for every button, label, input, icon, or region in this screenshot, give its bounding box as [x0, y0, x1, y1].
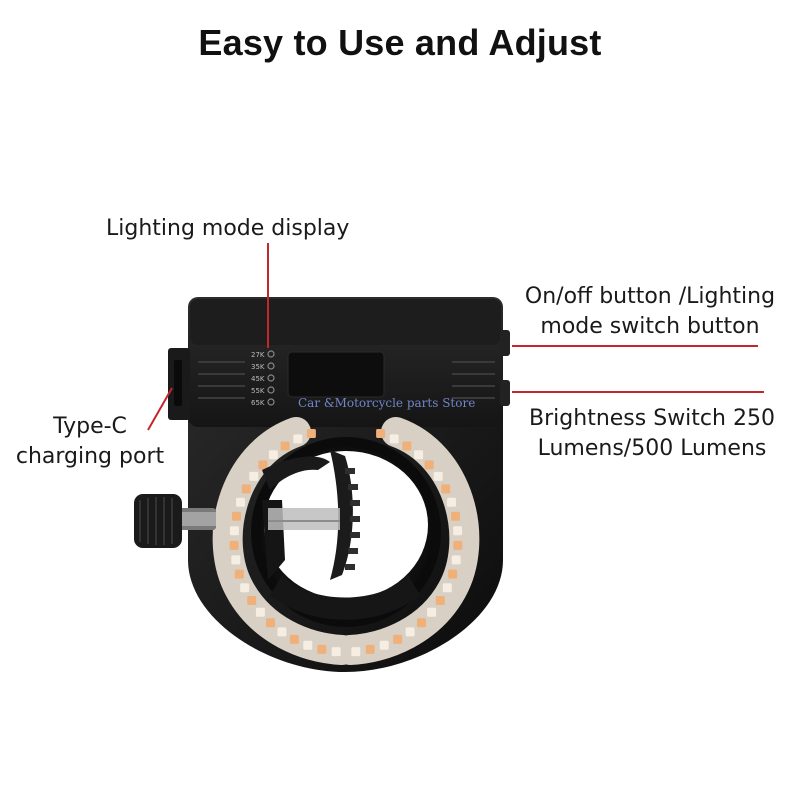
- led-chip: [247, 596, 257, 605]
- type-c-port-label: Type-C charging port: [10, 412, 170, 472]
- led-chip: [266, 618, 275, 628]
- led-chip: [441, 484, 451, 494]
- led-chip: [229, 540, 239, 550]
- led-chip: [424, 460, 434, 470]
- led-chip: [280, 441, 290, 451]
- led-chip: [405, 627, 415, 637]
- led-chip: [241, 484, 251, 494]
- indicator-dot: [267, 374, 275, 382]
- led-chip: [451, 511, 460, 521]
- indicator-dot: [267, 398, 275, 406]
- led-chip: [293, 434, 303, 444]
- led-chip: [303, 640, 313, 650]
- led-chip: [435, 596, 445, 605]
- led-chip: [240, 583, 250, 593]
- led-ring: [212, 417, 480, 665]
- led-chip: [268, 450, 278, 460]
- lighting-mode-display-label: Lighting mode display: [106, 214, 349, 244]
- led-chip: [417, 618, 426, 628]
- typec-label-line1: Type-C: [53, 414, 127, 439]
- brightness-label-line1: Brightness Switch 250: [529, 406, 775, 431]
- indicator-dot: [267, 350, 275, 358]
- led-chip: [317, 644, 327, 654]
- led-chip: [451, 555, 461, 565]
- callout-line-typec: [147, 387, 173, 431]
- brightness-switch-label: Brightness Switch 250 Lumens/500 Lumens: [512, 404, 792, 464]
- onoff-button-label: On/off button /Lighting mode switch butt…: [500, 282, 800, 342]
- adjust-knob: [134, 494, 216, 548]
- led-chip: [229, 526, 239, 536]
- led-chip: [389, 434, 399, 444]
- lighting-mode-display-text: Lighting mode display: [106, 216, 350, 241]
- indicator-dots: [267, 350, 275, 406]
- led-chip: [255, 607, 265, 617]
- led-chip: [453, 526, 463, 536]
- led-chip: [306, 429, 316, 438]
- led-chip: [447, 497, 456, 507]
- led-chip: [289, 634, 299, 644]
- led-chip: [365, 644, 375, 654]
- onoff-label-line2: mode switch button: [540, 314, 760, 339]
- indicator-label-65k: 65K: [251, 399, 265, 407]
- indicator-label-55k: 55K: [251, 387, 265, 395]
- led-chip: [433, 471, 443, 481]
- led-chip: [393, 634, 403, 644]
- led-chip: [232, 511, 241, 521]
- store-watermark: Car &Motorcycle parts Store: [298, 396, 476, 410]
- led-chip: [442, 583, 452, 593]
- indicator-dot: [267, 386, 275, 394]
- brightness-label-line2: Lumens/500 Lumens: [537, 436, 767, 461]
- led-chip: [236, 497, 245, 507]
- led-chip: [427, 607, 437, 617]
- led-chip: [234, 569, 244, 579]
- handlebar-mount: [251, 437, 441, 627]
- indicator-label-27k: 27K: [251, 351, 265, 359]
- onoff-label-line1: On/off button /Lighting: [524, 284, 776, 309]
- led-chip: [249, 471, 259, 481]
- indicator-dot: [267, 362, 275, 370]
- led-chip: [453, 540, 463, 550]
- led-chip: [351, 647, 361, 657]
- callout-lines: [147, 243, 764, 431]
- led-chip: [448, 569, 458, 579]
- indicator-label-45k: 45K: [251, 375, 265, 383]
- typec-label-line2: charging port: [15, 444, 165, 469]
- led-chip: [376, 429, 386, 438]
- type-c-port: [168, 348, 190, 420]
- led-chip: [379, 640, 389, 650]
- page-title: Easy to Use and Adjust: [198, 22, 602, 63]
- led-chip: [331, 647, 341, 657]
- led-chip: [277, 627, 287, 637]
- led-chip: [258, 460, 268, 470]
- led-chip: [231, 555, 241, 565]
- led-chip: [402, 441, 412, 451]
- indicator-label-35k: 35K: [251, 363, 265, 371]
- led-chip: [414, 450, 424, 460]
